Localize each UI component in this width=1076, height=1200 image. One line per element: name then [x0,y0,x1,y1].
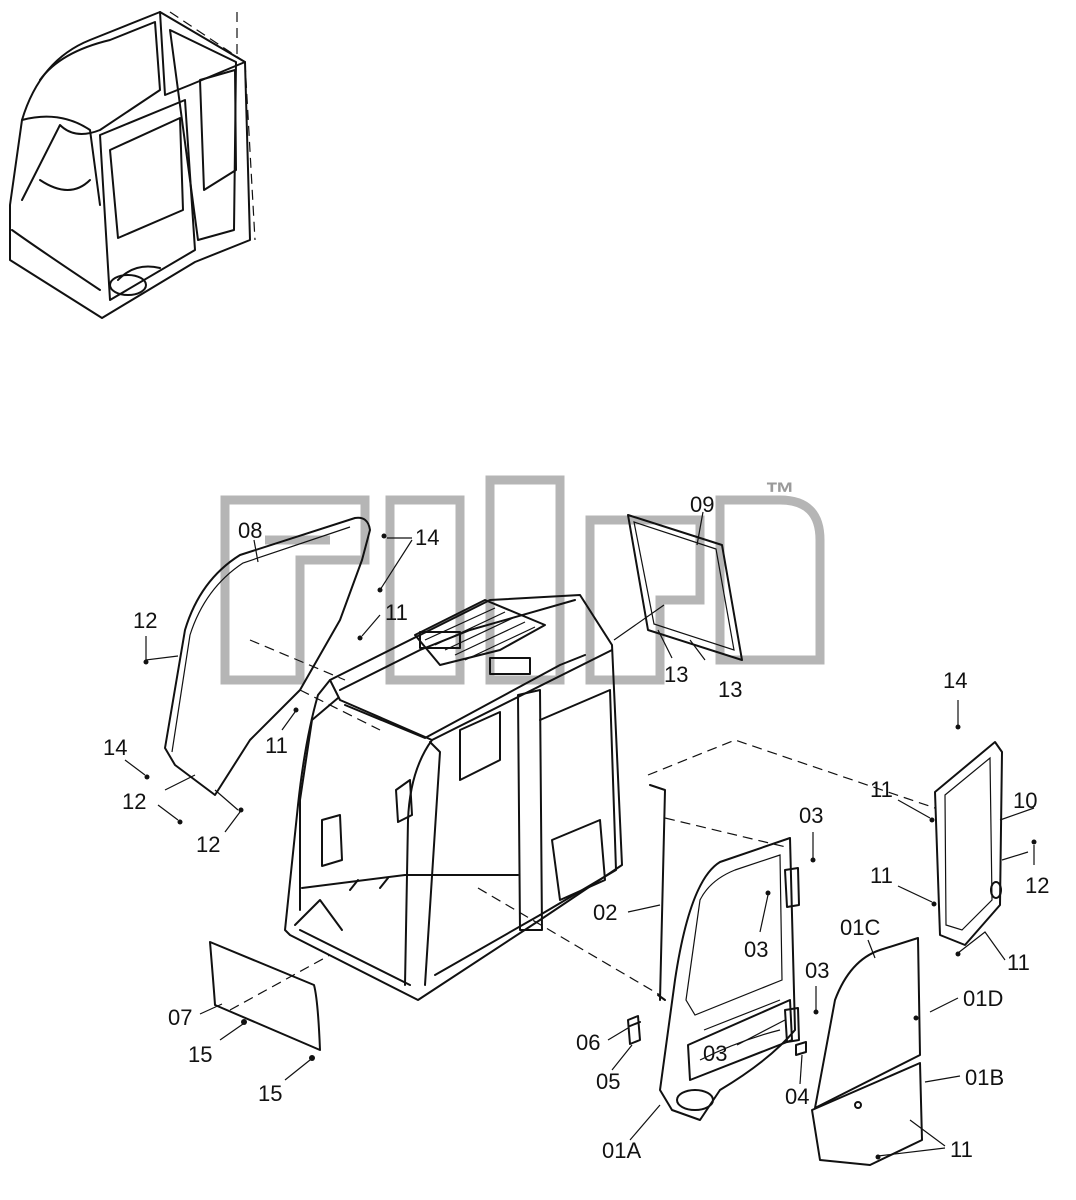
label-09: 09 [690,492,714,517]
callout-labels: 08 09 10 14 14 14 11 11 11 11 11 11 12 1… [103,492,1049,1163]
label-03-lower: 03 [703,1041,727,1066]
label-11-top: 11 [385,600,408,625]
label-03-middle: 03 [744,937,768,962]
label-08: 08 [238,518,262,543]
assembly-lines [229,639,936,1011]
part-01C-door-upper-glass [814,937,921,1109]
label-03-right: 03 [805,958,829,983]
label-14-top: 14 [415,525,439,550]
label-05: 05 [596,1069,620,1094]
label-13-b: 13 [718,677,742,702]
trademark-mark: ™ [765,477,795,510]
label-11-right-upper: 11 [870,777,893,802]
watermark-logo: ™ [220,475,825,685]
label-06: 06 [576,1030,600,1055]
label-04: 04 [785,1084,809,1109]
label-03-upper: 03 [799,803,823,828]
label-01C: 01C [840,915,880,940]
part-01A-door [659,837,807,1121]
part-01B-door-lower-glass [811,1062,923,1166]
label-12-lower-left: 12 [122,789,146,814]
label-14-right: 14 [943,668,967,693]
part-10-rear-glass [934,741,1003,946]
label-12-bottom: 12 [196,832,220,857]
label-13-a: 13 [664,662,688,687]
label-01A: 01A [602,1138,641,1163]
part-08-front-upper-glass [164,516,371,796]
leader-lines [124,511,1037,1160]
label-12-right: 12 [1025,873,1049,898]
label-14-left: 14 [103,735,127,760]
label-11-right-middle: 11 [870,863,893,888]
part-02-seal-strip [649,784,666,1001]
label-11-bottom: 11 [950,1137,973,1162]
label-12-left: 12 [133,608,157,633]
part-09-roof-glass [627,514,743,661]
label-10: 10 [1013,788,1037,813]
label-02: 02 [593,900,617,925]
label-11-left: 11 [265,733,288,758]
label-01B: 01B [965,1065,1004,1090]
label-15-a: 15 [188,1042,212,1067]
label-15-b: 15 [258,1081,282,1106]
label-01D: 01D [963,986,1003,1011]
overview-cab-illustration [9,11,256,319]
part-07-lower-front-glass [209,941,321,1051]
part-05-06-latch-bracket [627,1015,641,1045]
cab-frame [284,594,623,1001]
label-07: 07 [168,1005,192,1030]
label-11-right-lower: 11 [1007,950,1030,975]
